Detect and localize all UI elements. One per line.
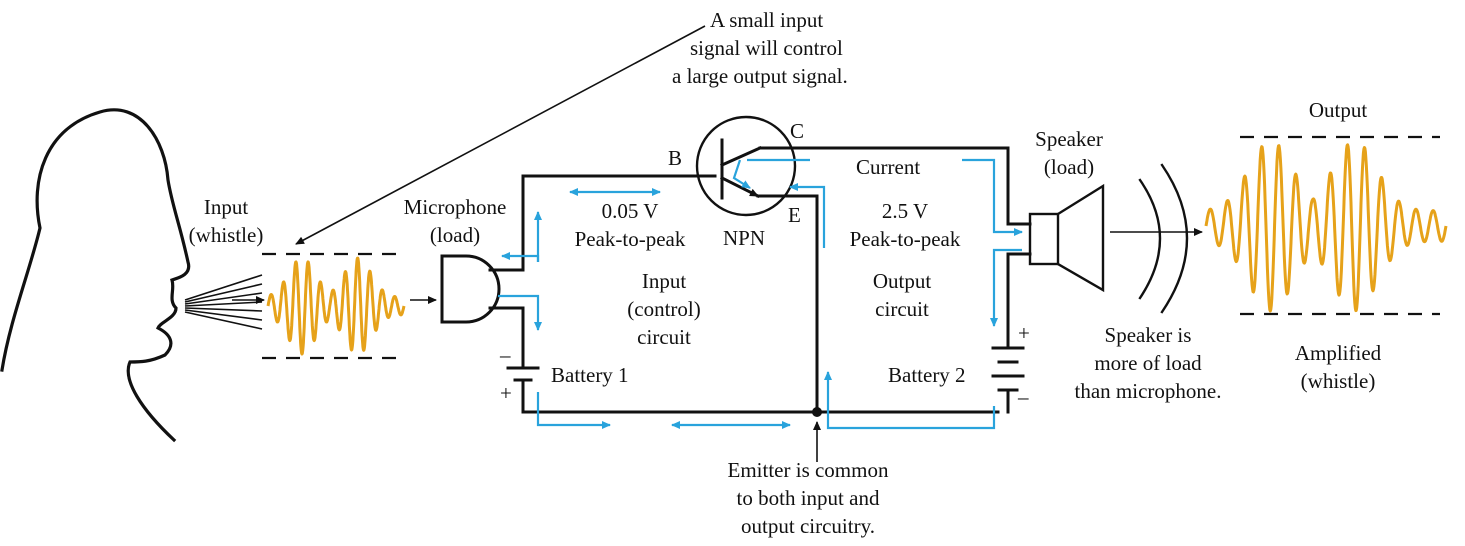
transistor-label: NPN (723, 226, 765, 250)
output-circuit-wires (792, 146, 1032, 417)
callout-label: A small input signal will control a larg… (672, 8, 848, 88)
output-circuit-label-2: circuit (875, 297, 929, 321)
battery2-minus: – (1017, 385, 1029, 409)
npn-transistor-icon (695, 115, 819, 217)
input-waveform (262, 252, 437, 360)
input-circuit-label-1: Input (642, 269, 686, 293)
battery-icon (506, 366, 540, 382)
emitter-note-2: to both input and (737, 486, 880, 510)
speaker-sublabel: (load) (1044, 155, 1094, 179)
speaker-label: Speaker (1035, 127, 1103, 151)
input-sublabel: (whistle) (189, 223, 264, 247)
head-silhouette-icon (0, 108, 191, 443)
amplified-sublabel: (whistle) (1301, 369, 1376, 393)
current-arrows (498, 158, 1023, 430)
microphone-icon (440, 254, 501, 324)
output-voltage-unit: Peak-to-peak (850, 227, 961, 251)
current-label: Current (856, 155, 920, 179)
input-voltage-value: 0.05 V (602, 199, 659, 223)
microphone-label: Microphone (404, 195, 507, 219)
callout-line-3: a large output signal. (672, 64, 848, 88)
amplified-label: Amplified (1295, 341, 1382, 365)
battery1-minus: – (499, 343, 511, 367)
base-label: B (668, 146, 682, 170)
output-circuit-label-1: Output (873, 269, 932, 293)
microphone-sublabel: (load) (430, 223, 480, 247)
input-circuit-wires (488, 174, 1000, 414)
battery2-label: Battery 2 (888, 363, 966, 387)
output-waveform (1204, 135, 1448, 316)
speaker-icon (1028, 183, 1105, 293)
sound-wave-icon (1110, 163, 1203, 314)
whistle-rays (184, 274, 265, 330)
input-circuit-label-2: (control) (627, 297, 700, 321)
speaker-note-1: Speaker is (1105, 323, 1192, 347)
collector-label: C (790, 119, 804, 143)
callout-line-1: A small input (710, 8, 823, 32)
battery2-plus: + (1018, 321, 1030, 345)
emitter-note-3: output circuitry. (741, 514, 875, 538)
battery1-plus: + (500, 381, 512, 405)
speaker-note-3: than microphone. (1075, 379, 1222, 403)
battery1-label: Battery 1 (551, 363, 629, 387)
output-voltage-value: 2.5 V (882, 199, 928, 223)
callout-pointer (295, 25, 706, 245)
input-voltage-unit: Peak-to-peak (575, 227, 686, 251)
emitter-label: E (788, 203, 801, 227)
output-label: Output (1309, 98, 1368, 122)
callout-line-2: signal will control (690, 36, 843, 60)
battery-icon-2 (991, 346, 1025, 392)
emitter-note-1: Emitter is common (728, 458, 889, 482)
input-circuit-label-3: circuit (637, 325, 691, 349)
speaker-note-2: more of load (1094, 351, 1202, 375)
input-label: Input (204, 195, 248, 219)
